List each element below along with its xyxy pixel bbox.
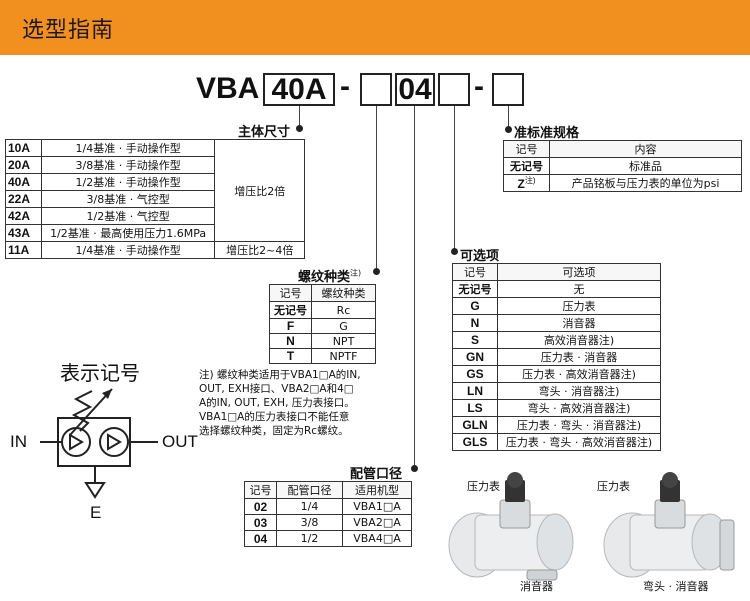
table-row: N NPT: [269, 333, 376, 349]
symbol-title: 表示记号: [60, 361, 140, 385]
table-row: 42A 1/2基准 · 气控型: [5, 207, 305, 225]
table-row: 记号 螺纹种类: [269, 284, 376, 302]
code-box-thread: [360, 73, 392, 106]
leader-dot-standard: [505, 126, 512, 133]
code-box-port: 04: [395, 73, 435, 106]
table-row: 记号 配管口径 适用机型: [244, 481, 412, 499]
standard-table: 记号 内容 无记号 标准品 Z注) 产品铭板与压力表的单位为psi: [503, 140, 742, 192]
options-label: 可选项: [460, 249, 500, 264]
photo-left-gauge-label: 压力表: [467, 480, 500, 493]
thread-label: 螺纹种类注): [298, 268, 362, 285]
photo-right-elbow-silencer-label: 弯头 · 消音器: [643, 580, 709, 593]
body-size-label: 主体尺寸: [238, 125, 291, 140]
leader-standard: [508, 106, 509, 129]
body-size-table: 10A 1/4基准 · 手动操作型 增压比2倍 20A 3/8基准 · 手动操作…: [5, 139, 305, 259]
table-row: 11A 1/4基准 · 手动操作型 增压比2~4倍: [5, 241, 305, 259]
table-row: 无记号 标准品: [503, 157, 742, 175]
leader-body-size: [299, 106, 300, 128]
table-row: 40A 1/2基准 · 手动操作型: [5, 173, 305, 191]
table-row: Z注) 产品铭板与压力表的单位为psi: [503, 174, 742, 192]
table-row: F G: [269, 318, 376, 334]
photo-left-silencer-label: 消音器: [520, 580, 553, 593]
header-bar: 选型指南: [0, 0, 750, 55]
code-dash-1: -: [340, 70, 350, 103]
symbol-out-label: OUT: [162, 432, 198, 451]
table-row: 10A 1/4基准 · 手动操作型 增压比2倍: [5, 139, 305, 242]
symbol-in-label: IN: [10, 432, 27, 451]
ratio-cell: 增压比2~4倍: [214, 241, 305, 259]
product-photo-left: [448, 472, 574, 581]
leader-port: [414, 106, 415, 468]
leader-option: [454, 106, 455, 251]
model-prefix: VBA: [196, 72, 260, 105]
product-photo-right: [603, 472, 735, 578]
table-row: 无记号 Rc: [269, 301, 376, 319]
thread-note: 注) 螺纹种类适用于VBA1□A的IN, OUT, EXH接口、VBA2□A和4…: [199, 369, 361, 437]
ratio-cell: 增压比2倍: [214, 139, 305, 242]
thread-table: 记号 螺纹种类 无记号 Rc F G N NPT T NPTF: [269, 284, 376, 364]
photo-right-gauge-label: 压力表: [597, 480, 630, 493]
leader-dot-port: [411, 465, 418, 472]
pneumatic-symbol-icon: [40, 388, 158, 499]
standard-label: 准标准规格: [514, 126, 580, 141]
code-box-standard: [492, 73, 524, 106]
page-title: 选型指南: [22, 18, 115, 43]
code-box-option: [438, 73, 470, 106]
leader-dot-option: [451, 248, 458, 255]
leader-dot-thread: [373, 268, 380, 275]
table-row: 记号 可选项: [452, 263, 661, 281]
symbol-e-label: E: [90, 503, 102, 522]
port-label: 配管口径: [350, 467, 403, 482]
table-row: 记号 内容: [503, 140, 742, 158]
code-box-body-size: 40A: [263, 73, 335, 106]
leader-thread: [376, 106, 377, 272]
code-dash-2: -: [474, 70, 484, 103]
table-row: T NPTF: [269, 348, 376, 364]
leader-dot-body-size: [296, 125, 303, 132]
table-row: 无记号无: [452, 280, 661, 298]
